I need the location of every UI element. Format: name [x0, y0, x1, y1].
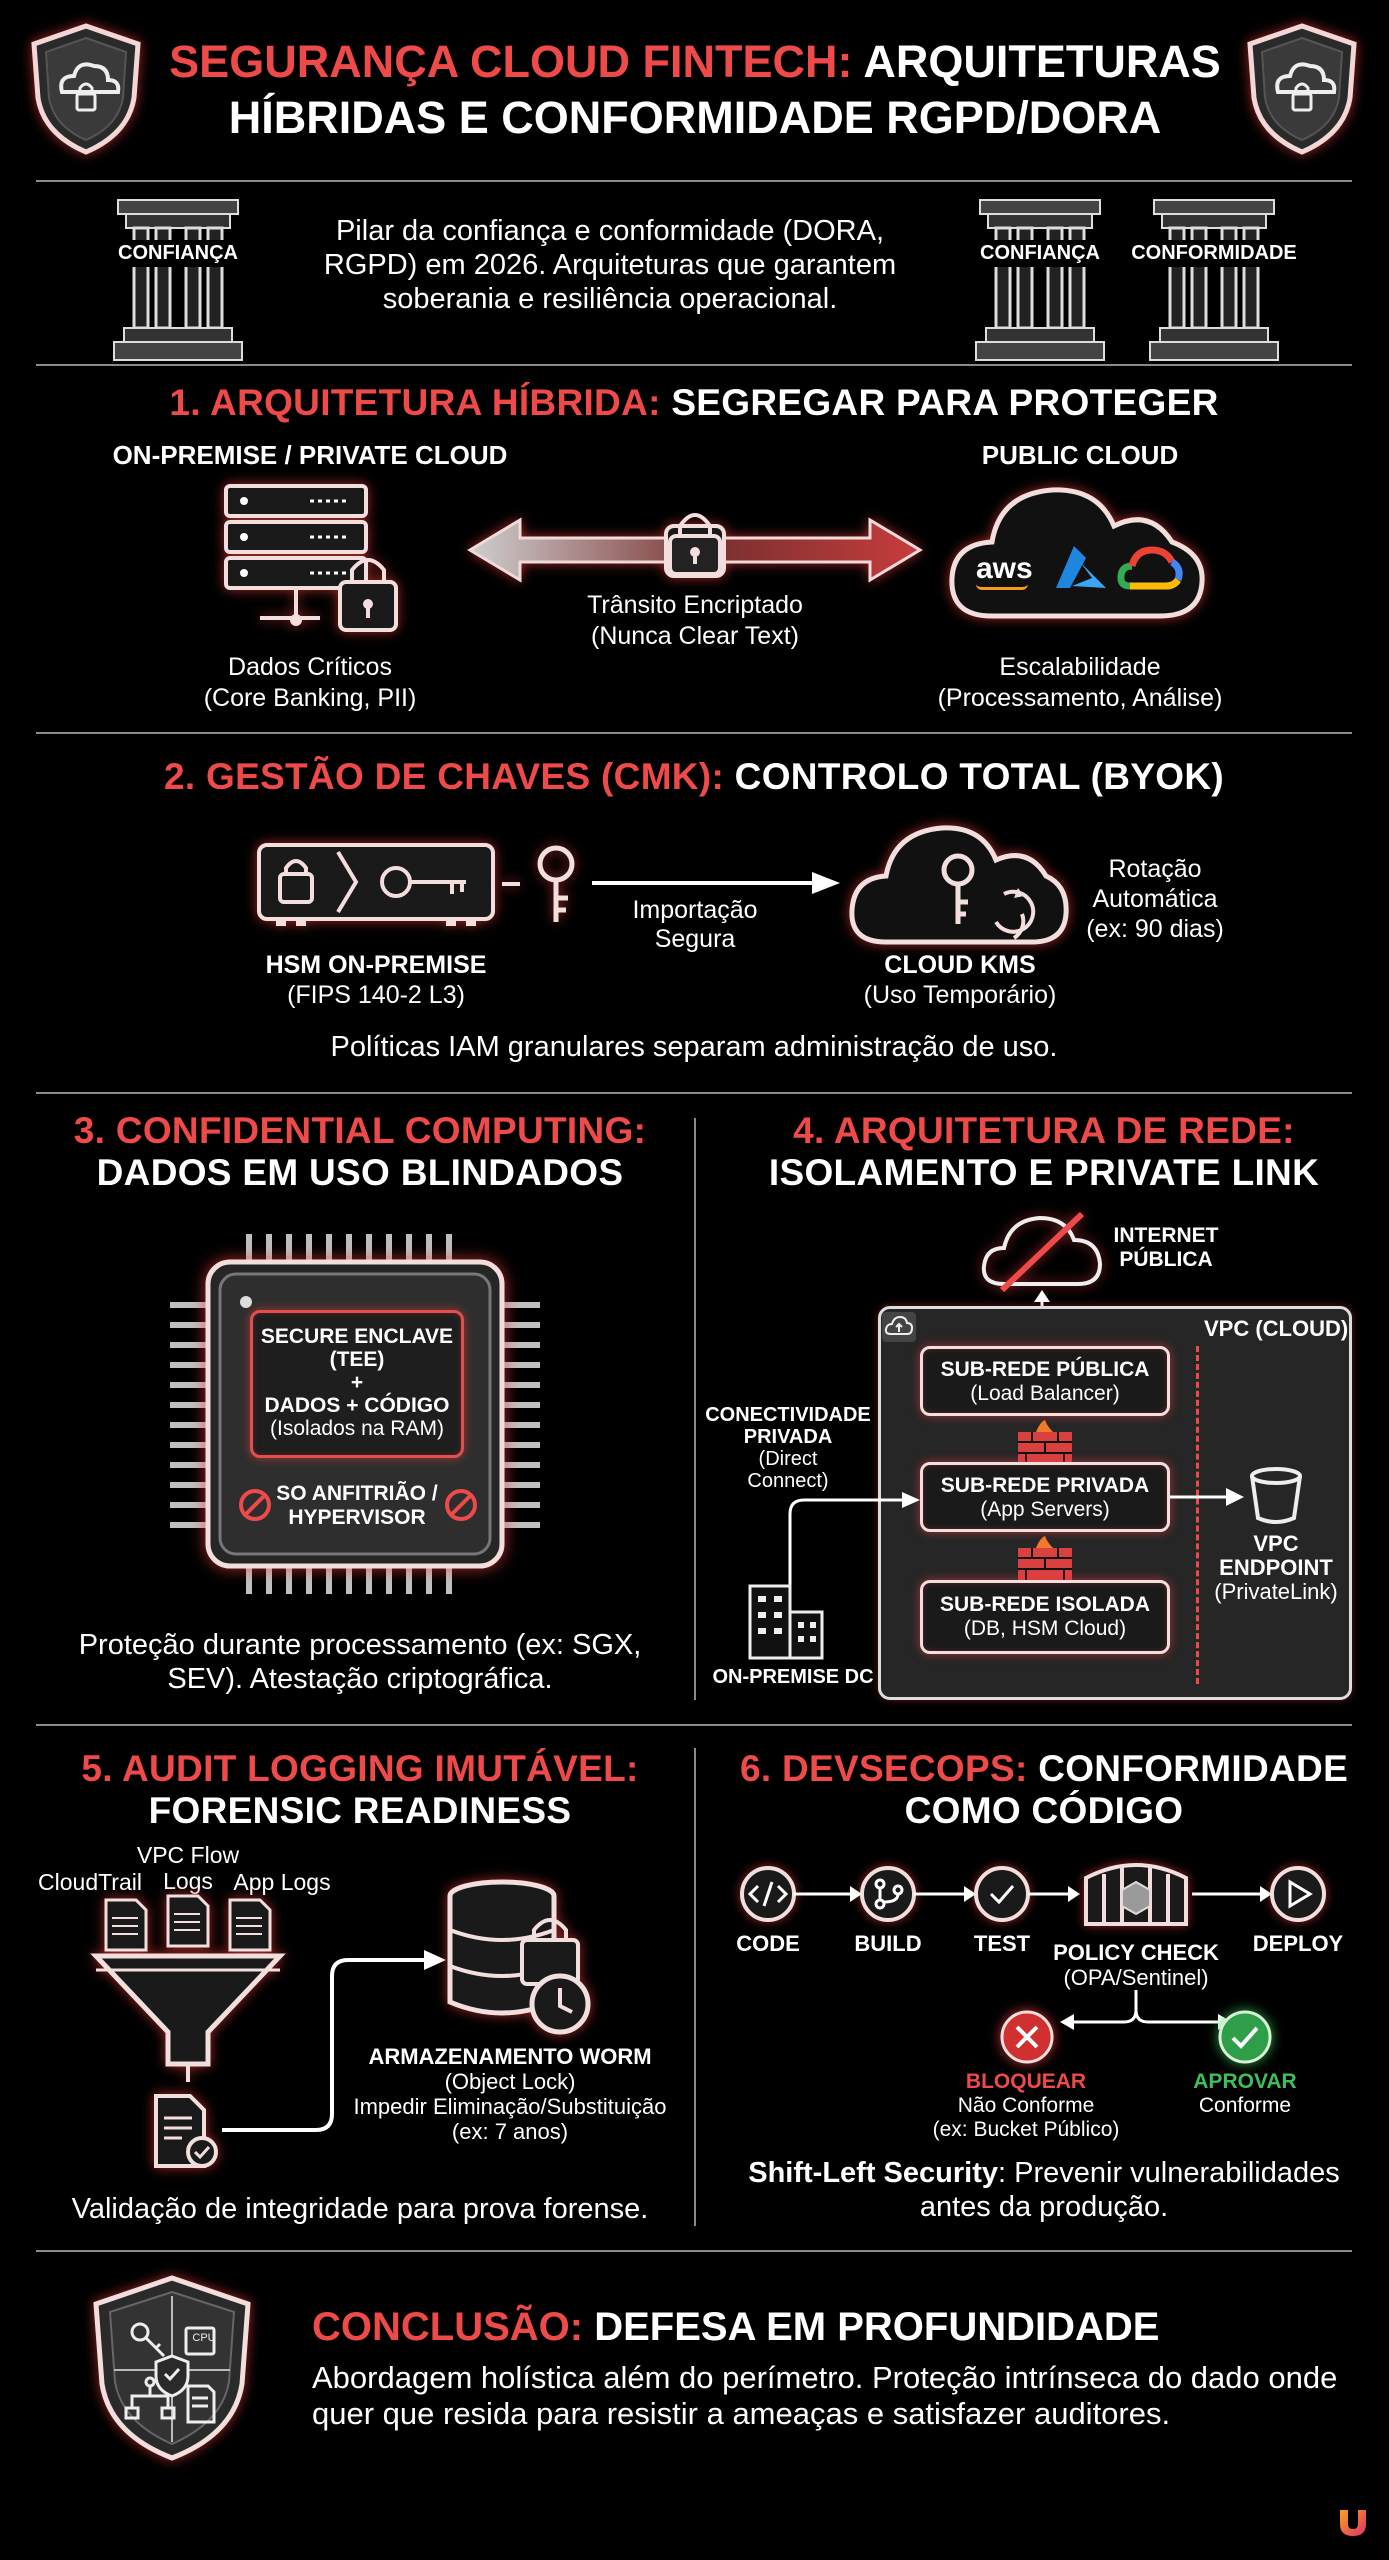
title-red: SEGURANÇA CLOUD FINTECH: — [169, 36, 853, 87]
devsecops-pipeline — [740, 1863, 1326, 1926]
on-premise-heading: ON-PREMISE / PRIVATE CLOUD — [112, 440, 508, 470]
pillar-icon — [1149, 199, 1279, 361]
divider — [36, 1724, 1352, 1726]
host-os-label: SO ANFITRIÃO / HYPERVISOR — [276, 1482, 438, 1529]
approve-icon — [1218, 2010, 1272, 2064]
log-source-vpc: VPC Flow Logs — [136, 1842, 240, 1894]
azure-logo — [1056, 546, 1106, 588]
policy-branch — [1060, 1990, 1232, 2030]
transit-label: Trânsito Encriptado (Nunca Clear Text) — [587, 591, 803, 650]
import-arrow — [592, 872, 840, 894]
server-lock-icon — [224, 484, 398, 632]
isolated-subnet: SUB-REDE ISOLADA (DB, HSM Cloud) — [920, 1580, 1170, 1654]
datacenter-icon — [748, 1584, 824, 1660]
endpoint-arrow — [1170, 1488, 1244, 1506]
brand-logo-icon — [1340, 2510, 1366, 2536]
blocked-icon — [239, 1489, 271, 1521]
bucket-icon — [1250, 1467, 1302, 1524]
divider — [36, 364, 1352, 366]
import-label: Importação Segura — [632, 896, 758, 953]
vpc-endpoint-label: VPC ENDPOINT (PrivateLink) — [1214, 1531, 1338, 1604]
pillar-label: CONFORMIDADE — [1126, 240, 1302, 267]
log-funnel-icon — [90, 1894, 286, 2082]
cloud-upload-icon — [882, 1312, 916, 1342]
conclusion-text: Abordagem holística além do perímetro. P… — [312, 2360, 1338, 2431]
block-x-icon — [996, 2008, 997, 2009]
pillar-icon — [975, 199, 1105, 361]
shield-cloud-lock-icon-left — [31, 23, 141, 155]
iam-note: Políticas IAM granulares separam adminis… — [330, 1031, 1058, 1063]
hsm-device-icon — [257, 843, 495, 926]
log-source-app: App Logs — [233, 1869, 331, 1895]
private-subnet: SUB-REDE PRIVADA (App Servers) — [920, 1462, 1170, 1532]
public-cloud-heading: PUBLIC CLOUD — [981, 440, 1179, 470]
shield-cloud-lock-icon-right — [1247, 23, 1357, 155]
title-white-1: ARQUITETURAS — [863, 36, 1221, 87]
intro-text: Pilar da confiança e conformidade (DORA,… — [323, 215, 897, 315]
page-title: SEGURANÇA CLOUD FINTECH: ARQUITETURAS HÍ… — [150, 34, 1240, 146]
vertical-divider — [694, 1118, 696, 1700]
pillar-label: CONFIANÇA — [966, 240, 1114, 267]
vpc-label: VPC (CLOUD) — [1204, 1316, 1349, 1341]
section-5-title: 5. AUDIT LOGGING IMUTÁVEL: FORENSIC READ… — [81, 1748, 639, 1831]
section-6-title: 6. DEVSECOPS: CONFORMIDADE COMO CÓDIGO — [739, 1748, 1349, 1831]
conclusion-title: CONCLUSÃO: DEFESA EM PROFUNDIDADE — [312, 2305, 1160, 2349]
critical-data-label: Dados Críticos (Core Banking, PII) — [203, 653, 417, 712]
section-1-title: 1. ARQUITETURA HÍBRIDA: SEGREGAR PARA PR… — [169, 382, 1219, 423]
key-icon — [502, 845, 575, 922]
aws-logo: aws — [976, 552, 1033, 590]
public-subnet: SUB-REDE PÚBLICA (Load Balancer) — [920, 1346, 1170, 1416]
divider — [36, 1092, 1352, 1094]
pillar-icon — [113, 199, 243, 361]
scalability-label: Escalabilidade (Processamento, Análise) — [937, 653, 1223, 712]
divider — [36, 180, 1352, 182]
defense-shield-icon — [93, 2275, 251, 2461]
lock-icon — [668, 513, 722, 576]
rotation-label: Rotação Automática (ex: 90 dias) — [1086, 855, 1224, 943]
forensic-note: Validação de integridade para prova fore… — [71, 2193, 649, 2225]
pipeline-step-code: CODE — [736, 1931, 800, 1956]
shift-left-note: Shift-Left Security: Prevenir vulnerabil… — [748, 2157, 1340, 2223]
pipeline-step-policy: POLICY CHECK (OPA/Sentinel) — [1053, 1940, 1219, 1990]
pipeline-step-build: BUILD — [854, 1931, 922, 1956]
internet-label: INTERNET PÚBLICA — [1113, 1224, 1219, 1271]
section-4-title: 4. ARQUITETURA DE REDE: ISOLAMENTO E PRI… — [768, 1110, 1320, 1193]
blocked-icon — [445, 1489, 477, 1521]
internet-blocked-icon — [981, 1211, 1103, 1293]
divider — [36, 2250, 1352, 2252]
on-premise-dc-label: ON-PREMISE DC — [712, 1666, 874, 1688]
worm-storage-label: ARMAZENAMENTO WORM (Object Lock) Impedir… — [353, 2044, 667, 2144]
cpu-mini-label: CPU — [192, 2332, 216, 2344]
approve-label: APROVAR Conforme — [1193, 2070, 1297, 2117]
firewall-icon — [1018, 1536, 1072, 1580]
block-icon — [1000, 2010, 1054, 2064]
title-white-2: HÍBRIDAS E CONFORMIDADE RGPD/DORA — [228, 92, 1162, 143]
pipeline-step-deploy: DEPLOY — [1252, 1931, 1344, 1956]
secure-enclave: SECURE ENCLAVE (TEE) + DADOS + CÓDIGO (I… — [250, 1310, 464, 1458]
pillar-label: CONFIANÇA — [104, 240, 252, 267]
vertical-divider — [694, 1748, 696, 2226]
google-cloud-logo — [1117, 546, 1183, 590]
block-label: BLOQUEAR Não Conforme (ex: Bucket Públic… — [932, 2070, 1120, 2141]
vpc-boundary-line — [1196, 1346, 1199, 1684]
kms-label: CLOUD KMS (Uso Temporário) — [863, 951, 1057, 1009]
private-connectivity-label: CONECTIVIDADE PRIVADA (Direct Connect) — [705, 1404, 871, 1492]
worm-flow-arrow — [222, 1950, 446, 2132]
verified-document-icon — [154, 2094, 218, 2168]
firewall-icon — [1018, 1420, 1072, 1464]
section-2-title: 2. GESTÃO DE CHAVES (CMK): CONTROLO TOTA… — [163, 756, 1224, 797]
divider — [36, 732, 1352, 734]
cloud-kms-icon — [849, 825, 1069, 945]
hsm-label: HSM ON-PREMISE (FIPS 140-2 L3) — [265, 951, 487, 1009]
log-source-cloudtrail: CloudTrail — [38, 1869, 142, 1895]
section-3-title: 3. CONFIDENTIAL COMPUTING: DADOS EM USO … — [73, 1110, 647, 1193]
direct-connect-line — [788, 1492, 920, 1590]
database-lock-icon — [447, 1879, 591, 2035]
confidential-note: Proteção durante processamento (ex: SGX,… — [78, 1629, 642, 1695]
pipeline-step-test: TEST — [973, 1931, 1031, 1956]
